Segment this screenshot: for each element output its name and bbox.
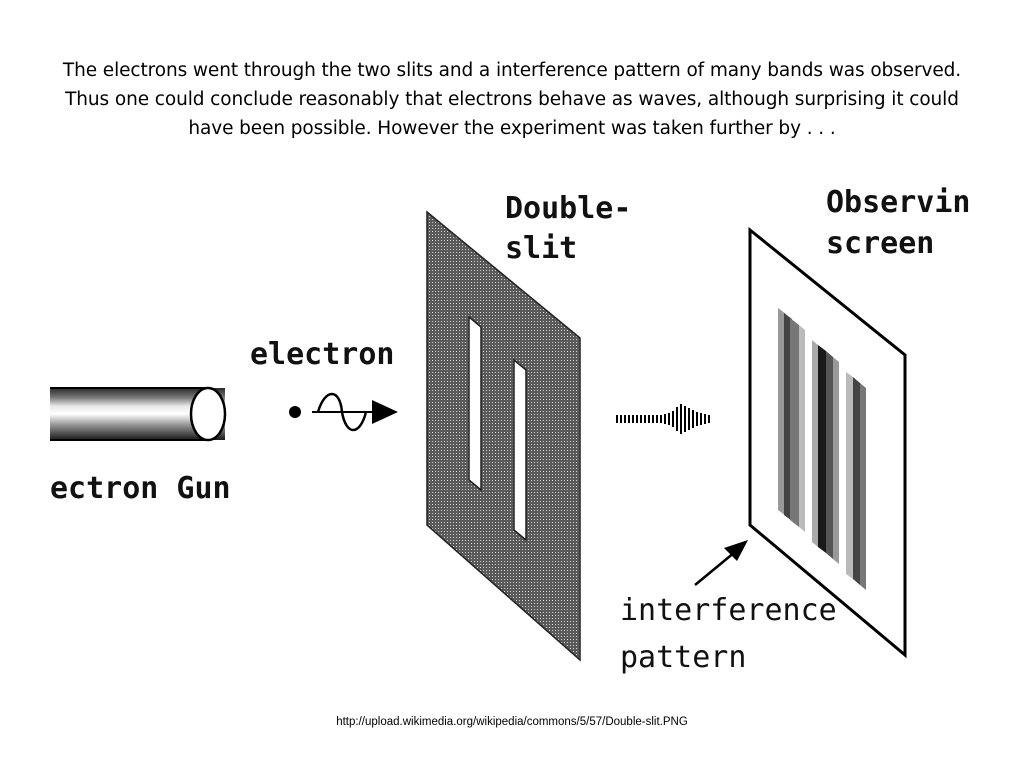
double-slit-label-1: Double- (505, 191, 631, 226)
electron-gun-label: ectron Gun (50, 471, 231, 506)
slit-1 (468, 315, 482, 492)
interference-pattern (778, 308, 866, 590)
caption-line-2: Thus one could conclude reasonably that … (65, 89, 959, 110)
electron-label: electron (250, 337, 395, 372)
electron-wave-icon (289, 392, 398, 432)
slide-caption: The electrons went through the two slits… (40, 56, 984, 143)
observing-screen (748, 226, 907, 659)
caption-line-1: The electrons went through the two slits… (62, 60, 962, 81)
caption-line-3: have been possible. However the experime… (188, 118, 836, 139)
double-slit-plate (426, 210, 581, 662)
image-source-url: http://upload.wikimedia.org/wikipedia/co… (336, 716, 688, 728)
interference-label-1: interference (620, 593, 837, 628)
electron-gun (50, 386, 227, 442)
observing-screen-label-1: Observin (826, 185, 971, 220)
interference-label-2: pattern (620, 640, 746, 675)
wave-arrow-icon (616, 404, 710, 434)
double-slit-label-2: slit (505, 231, 577, 266)
slit-2 (513, 358, 527, 542)
pointer-arrow-icon (694, 540, 748, 586)
observing-screen-label-2: screen (826, 226, 934, 261)
